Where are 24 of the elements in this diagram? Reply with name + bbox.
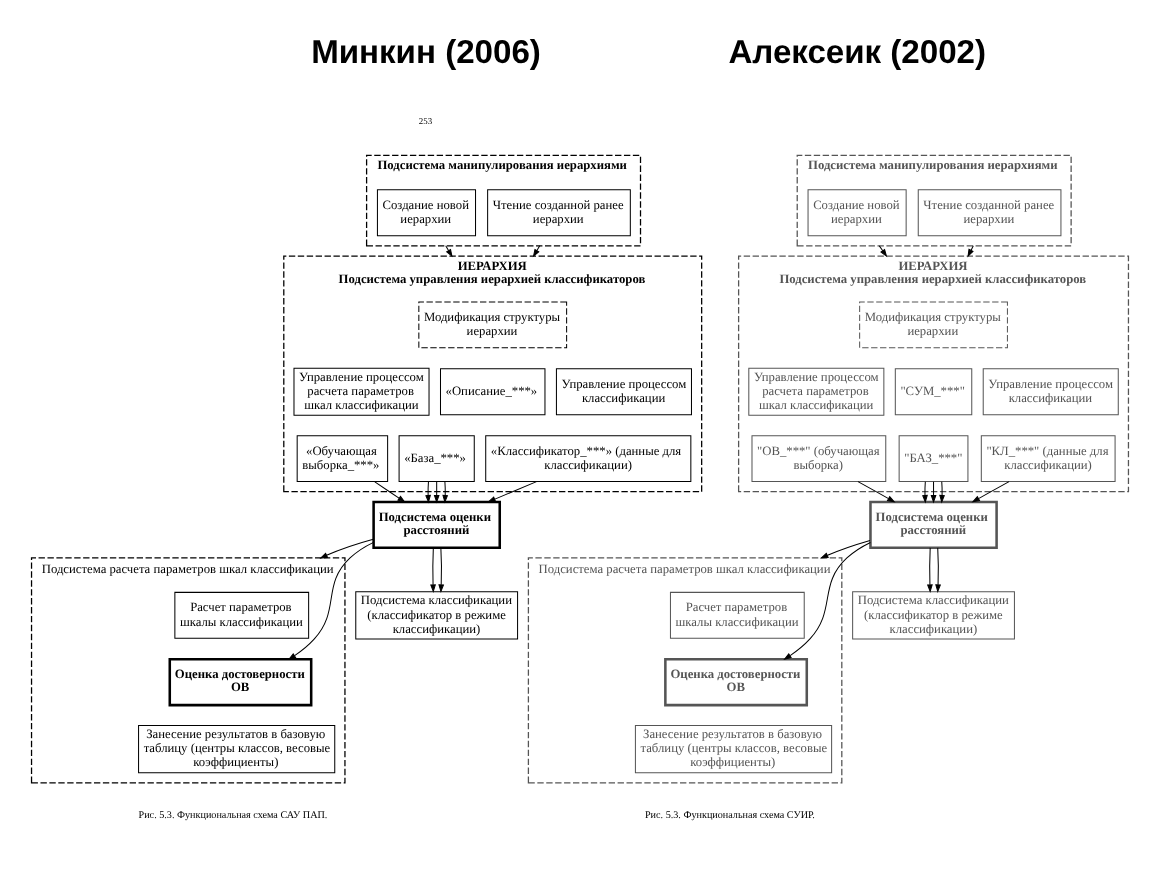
arrow bbox=[487, 480, 538, 502]
label: Алексеик (2002) bbox=[728, 31, 987, 70]
arrow bbox=[430, 546, 436, 592]
arrow bbox=[425, 480, 432, 503]
arrow bbox=[374, 480, 406, 502]
arrow bbox=[319, 537, 374, 558]
arrow bbox=[939, 480, 946, 503]
arrow bbox=[935, 546, 942, 592]
arrow bbox=[926, 546, 933, 592]
arrow bbox=[820, 538, 871, 558]
arrow bbox=[857, 480, 896, 502]
arrow bbox=[922, 480, 928, 503]
arrow bbox=[532, 244, 541, 257]
arrow bbox=[433, 480, 440, 503]
arrow bbox=[783, 540, 871, 659]
arrow bbox=[438, 546, 445, 592]
arrow bbox=[442, 480, 449, 503]
arrow bbox=[878, 244, 888, 257]
arrow bbox=[971, 480, 1010, 502]
arrow bbox=[967, 244, 974, 257]
arrow bbox=[287, 540, 375, 660]
arrow bbox=[445, 244, 453, 257]
arrow bbox=[930, 480, 937, 503]
label: Минкин (2006) bbox=[311, 31, 541, 70]
